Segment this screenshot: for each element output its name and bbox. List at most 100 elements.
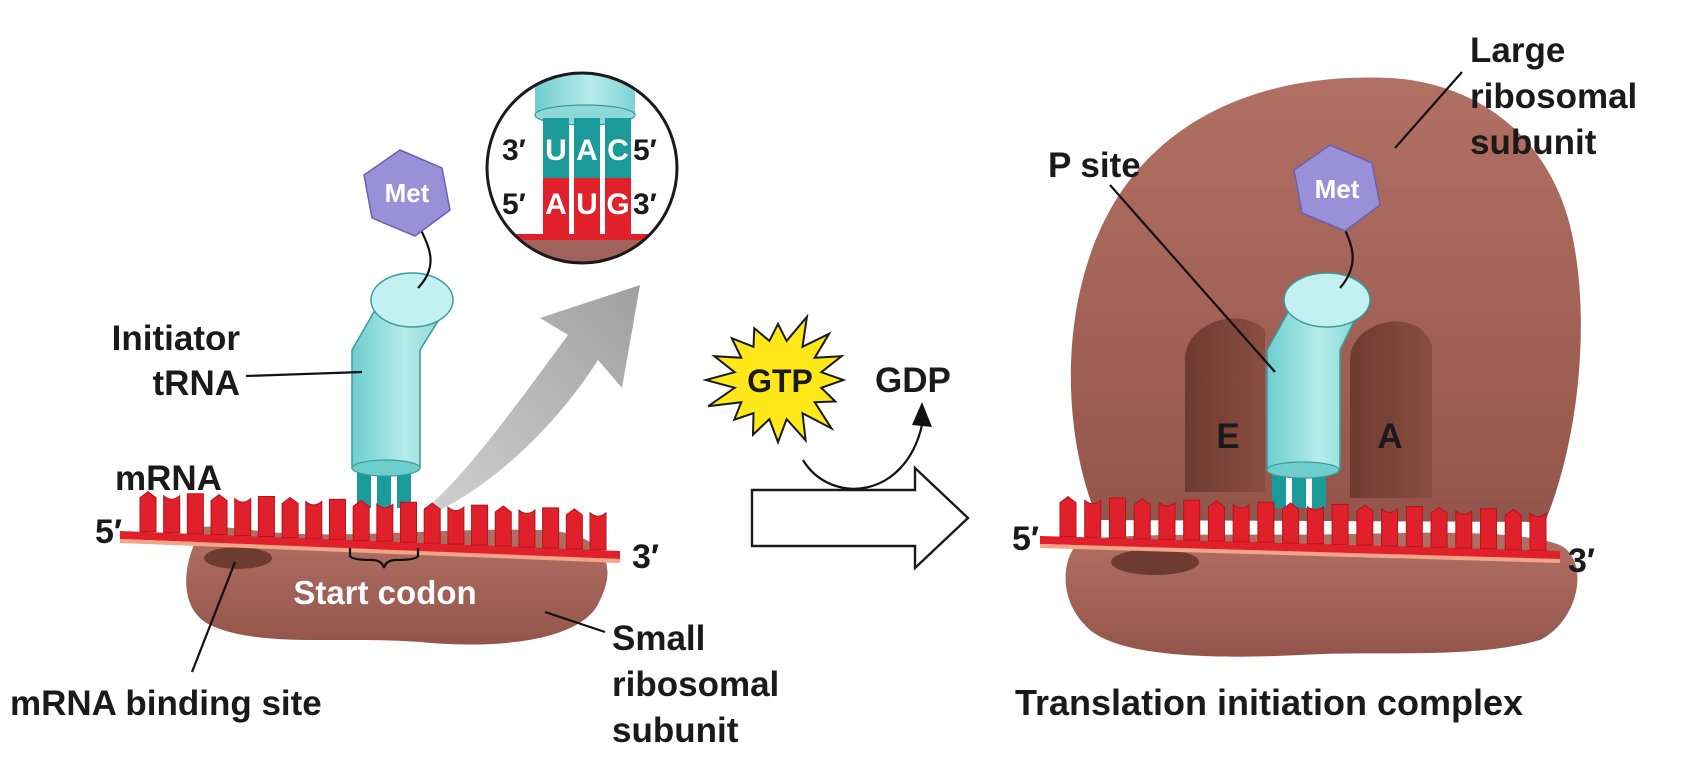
small-subunit-pointer (544, 610, 606, 634)
mrna-nucleotide (257, 496, 275, 538)
mrna-nucleotide (1331, 503, 1349, 545)
left-panel: Met Initiator tRNA mRNA 5′ 3′ Start codo… (10, 149, 779, 750)
small-subunit-label-3: subunit (612, 711, 739, 750)
mrna-nucleotide (210, 494, 228, 536)
small-subunit-label-2: ribosomal (612, 665, 779, 704)
inset-bottom-right-end: 3′ (633, 188, 657, 221)
a-site-label: A (1377, 417, 1402, 456)
mrna-strand-right (1040, 495, 1560, 563)
mrna-nucleotide (494, 505, 512, 547)
start-codon-brace (348, 548, 420, 569)
mrna-binding-site (204, 547, 272, 569)
gtp-label: GTP (747, 363, 813, 399)
large-subunit-label-3: subunit (1470, 123, 1597, 162)
mrna-nucleotide (1381, 507, 1399, 547)
zoom-arrow (430, 285, 640, 510)
mrna-binding-site-label: mRNA binding site (10, 684, 322, 723)
mrna-nucleotide (234, 497, 252, 537)
mrna-nucleotide (1405, 506, 1423, 548)
mrna-5prime-label-right: 5′ (1012, 520, 1039, 558)
large-subunit-label-1: Large (1470, 31, 1565, 70)
mrna-3prime-label: 3′ (632, 538, 659, 576)
met-label-right: Met (1315, 174, 1360, 204)
mrna-nucleotide (328, 498, 346, 540)
mrna-nucleotide (423, 502, 441, 544)
mrna-nucleotide (1158, 501, 1176, 540)
mrna-3prime-label-right: 3′ (1568, 542, 1595, 580)
mrna-nucleotide (471, 504, 489, 546)
codon-inset: U A C A U G 3′ 5′ 5′ 3′ (485, 71, 679, 265)
gtp-to-gdp-arrow (802, 424, 924, 490)
e-site (1185, 318, 1265, 492)
mrna-nucleotide (1108, 497, 1126, 539)
met-amino-acid (363, 149, 451, 237)
right-panel: E A Met P site Large ribosomal subunit 5… (1012, 31, 1637, 723)
anticodon-base-2: A (576, 134, 598, 167)
gtp-starburst (701, 313, 847, 446)
large-subunit-pointer (1394, 71, 1463, 149)
mrna-nucleotide (1232, 503, 1250, 543)
anticodon-base-1: U (545, 134, 567, 167)
mrna-strand-left (120, 491, 620, 563)
initiator-trna-pointer (245, 370, 363, 378)
p-site-pointer (1109, 184, 1276, 373)
mrna-nucleotide (1059, 495, 1077, 538)
process-arrow (750, 465, 970, 571)
mrna-nucleotide (305, 500, 323, 539)
p-site-label: P site (1048, 146, 1141, 185)
mrna-nucleotide (1480, 508, 1498, 550)
mrna-nucleotide (1183, 499, 1201, 541)
mrna-nucleotide (1430, 506, 1448, 548)
mrna-nucleotide (163, 494, 181, 534)
mrna-nucleotide (518, 508, 536, 548)
mrna-nucleotide (376, 503, 394, 542)
mrna-nucleotide (139, 491, 157, 533)
trna-top (370, 272, 454, 328)
energy-step: GTP GDP (701, 313, 970, 571)
start-codon-label: Start codon (293, 574, 476, 611)
mrna-binding-site-pointer (190, 561, 237, 673)
mrna-nucleotide (1356, 504, 1374, 546)
mrna-nucleotide (447, 506, 465, 545)
mrna-binding-site-right (1111, 549, 1199, 575)
mrna-nucleotide (1133, 498, 1151, 540)
codon-base-1: A (545, 188, 567, 221)
anticodon-base-3: C (607, 134, 629, 167)
mrna-nucleotide (352, 499, 370, 541)
inset-top-left-end: 3′ (502, 134, 526, 167)
complex-title: Translation initiation complex (1015, 682, 1523, 723)
large-subunit-label-2: ribosomal (1470, 77, 1637, 116)
initiator-trna (351, 304, 450, 469)
mrna-nucleotide (542, 507, 560, 549)
inset-top-right-end: 5′ (633, 134, 657, 167)
mrna-nucleotide (1257, 501, 1275, 543)
mrna-nucleotide (400, 501, 418, 543)
mrna-5prime-label: 5′ (95, 513, 122, 551)
mrna-nucleotide (186, 493, 204, 535)
trna-top-right (1283, 272, 1371, 328)
mrna-nucleotide (1282, 502, 1300, 544)
codon-base-3: G (606, 188, 629, 221)
a-site (1350, 321, 1432, 498)
mrna-nucleotide (1504, 508, 1522, 550)
initiator-trna-label-1: Initiator (112, 319, 241, 358)
mrna-nucleotide (565, 508, 583, 550)
mrna-nucleotide (1455, 509, 1473, 549)
small-subunit-label-1: Small (612, 619, 705, 658)
mrna-nucleotide (589, 511, 607, 551)
mrna-nucleotide (281, 496, 299, 538)
gdp-label: GDP (875, 361, 951, 400)
codon-base-2: U (576, 188, 598, 221)
initiator-trna-label-2: tRNA (153, 364, 240, 403)
met-label: Met (385, 178, 430, 208)
mrna-nucleotide (1084, 499, 1102, 538)
e-site-label: E (1216, 417, 1239, 456)
mrna-nucleotide (1306, 505, 1324, 545)
inset-bottom-left-end: 5′ (502, 188, 526, 221)
mrna-nucleotide (1207, 500, 1225, 542)
mrna-label: mRNA (115, 459, 222, 498)
mrna-nucleotide (1529, 512, 1547, 551)
met-amino-acid-right (1293, 144, 1381, 232)
